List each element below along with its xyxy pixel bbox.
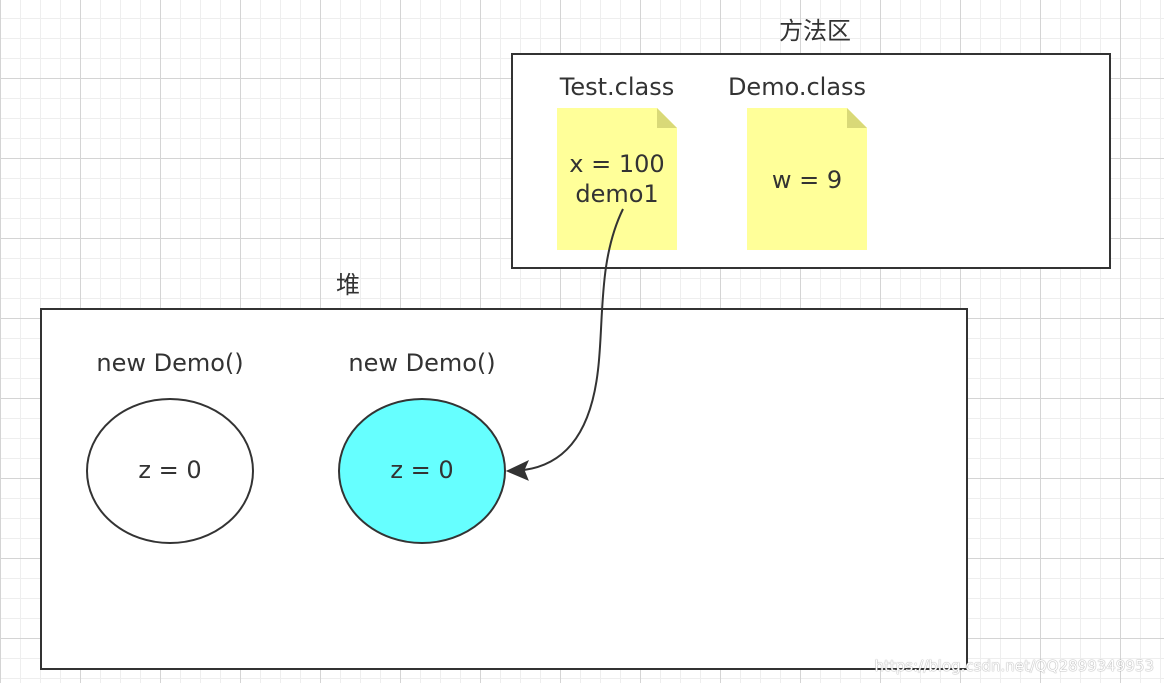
class-note-test[interactable]: x = 100 demo1 [557,108,677,250]
class-name-demo: Demo.class [727,73,867,101]
object-ellipse-highlighted [338,398,506,544]
class-name-test: Test.class [559,73,675,101]
object-label-1: new Demo() [96,349,244,377]
object-ellipse [86,398,254,544]
heap-object-2[interactable]: z = 0 [338,398,506,544]
note-shape [557,108,677,250]
class-note-demo[interactable]: w = 9 [747,108,867,250]
field-demo1: demo1 [575,180,659,208]
heap-object-1[interactable]: z = 0 [86,398,254,544]
object-field-z: z = 0 [390,456,454,484]
method-area-title: 方法区 [779,17,851,45]
watermark: https://blog.csdn.net/QQ2899349953 [874,657,1155,675]
field-x: x = 100 [569,150,665,178]
object-field-z: z = 0 [138,456,202,484]
note-shape [747,108,867,250]
heap-title: 堆 [336,271,360,299]
field-w: w = 9 [771,166,843,194]
object-label-2: new Demo() [348,349,496,377]
